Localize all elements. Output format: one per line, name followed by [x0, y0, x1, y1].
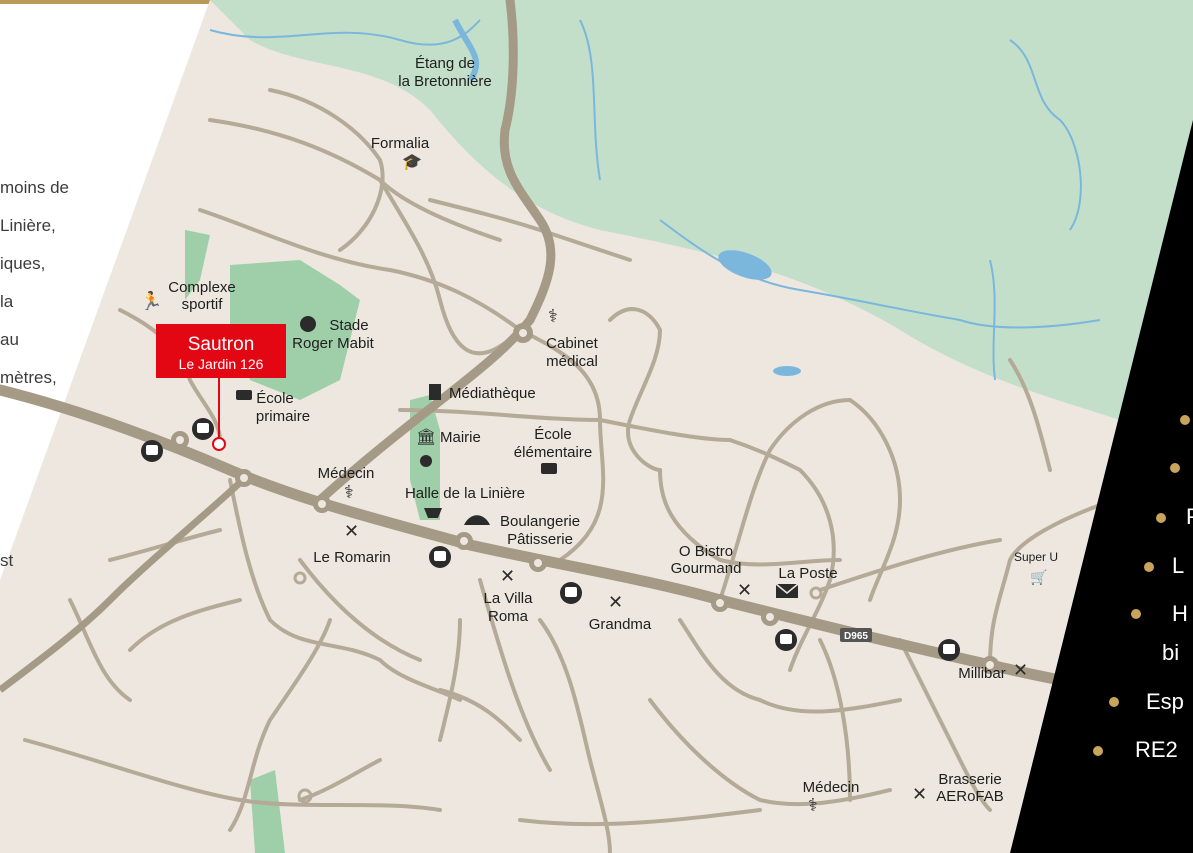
label-ecole-primaire-2: primaire: [256, 408, 310, 425]
label-halle: Halle de la Linière: [405, 485, 525, 502]
bullet-dot: [1170, 463, 1180, 473]
label-complexe: Complexe: [168, 279, 236, 296]
marker-title: Sautron: [188, 334, 255, 355]
label-complexe-2: sportif: [182, 296, 224, 313]
label-boulangerie-2: Pâtisserie: [507, 531, 573, 548]
label-ecole-elem-2: élémentaire: [514, 444, 592, 461]
label-ecole-primaire: École: [256, 390, 294, 407]
park-south: [250, 770, 285, 853]
label-mairie: Mairie: [440, 429, 481, 446]
fork-knife-icon: ✕: [1013, 660, 1028, 680]
label-le-romarin: Le Romarin: [313, 549, 391, 566]
label-boulangerie: Boulangerie: [500, 513, 580, 530]
fork-knife-icon: ✕: [608, 592, 623, 612]
label-stade-2: Roger Mabit: [292, 335, 375, 352]
label-ecole-elem: École: [534, 426, 572, 443]
town-hall-icon: 🏛: [416, 428, 436, 446]
briefcase-icon: [236, 390, 252, 400]
book-icon: [429, 384, 441, 400]
left-line: iques,: [0, 254, 46, 273]
label-etang: Étang de: [415, 55, 475, 72]
right-line: RE2: [1135, 737, 1178, 762]
left-line: mètres,: [0, 368, 57, 387]
right-line: P: [1186, 504, 1193, 530]
cart-icon: 🛒: [1030, 569, 1047, 586]
bullet-dot: [1180, 415, 1190, 425]
fork-knife-icon: ✕: [500, 566, 515, 586]
runner-icon: 🏃: [140, 290, 162, 311]
d965-label: D965: [844, 631, 868, 642]
stethoscope-icon: ⚕: [344, 482, 354, 502]
bullet-dot: [1156, 513, 1166, 523]
tree-icon: [420, 455, 432, 467]
left-line: au: [0, 330, 19, 349]
left-line: la: [0, 292, 14, 311]
label-brasserie: Brasserie: [938, 771, 1001, 788]
bullet-dot: [1093, 746, 1103, 756]
label-etang-2: la Bretonnière: [398, 73, 491, 90]
bullet-dot: [1109, 697, 1119, 707]
green-area: [210, 0, 1193, 420]
bullet-dot: [1144, 562, 1154, 572]
graduation-cap-icon: 🎓: [402, 154, 422, 171]
left-line: moins de: [0, 178, 69, 197]
label-stade: Stade: [329, 317, 368, 334]
label-super-u: Super U: [1014, 550, 1058, 564]
basket-icon: [424, 508, 442, 518]
bus-stop-icon: [141, 418, 960, 661]
fork-knife-icon: ✕: [912, 784, 927, 804]
fork-knife-icon: ✕: [344, 521, 359, 541]
stethoscope-icon: ⚕: [548, 306, 558, 326]
basketball-icon: [300, 316, 316, 332]
label-mediatheque: Médiathèque: [449, 385, 536, 402]
label-formalia: Formalia: [371, 135, 430, 152]
right-line: H: [1172, 601, 1188, 626]
label-brasserie-2: AERoFAB: [936, 788, 1004, 805]
right-line: bi: [1162, 640, 1180, 665]
label-medecin-1: Médecin: [318, 465, 375, 482]
marker-subtitle: Le Jardin 126: [179, 356, 264, 372]
fork-knife-icon: ✕: [737, 580, 752, 600]
croissant-icon: [464, 515, 490, 525]
briefcase-icon: [541, 463, 557, 474]
left-line: st: [0, 551, 14, 570]
label-villa: La Villa: [484, 590, 534, 607]
label-cabinet: Cabinet: [546, 335, 599, 352]
main-road-north: [315, 0, 556, 505]
label-la-poste: La Poste: [778, 565, 837, 582]
label-bistro-2: Gourmand: [671, 560, 742, 577]
location-marker: Sautron Le Jardin 126: [156, 324, 286, 451]
stethoscope-icon: ⚕: [808, 795, 818, 815]
label-millibar: Millibar: [958, 665, 1006, 682]
label-grandma: Grandma: [589, 616, 652, 633]
right-line: Esp: [1146, 689, 1184, 714]
label-cabinet-2: médical: [546, 353, 598, 370]
left-line: Linière,: [0, 216, 56, 235]
right-line: L: [1172, 553, 1185, 578]
mail-icon: [776, 584, 798, 598]
label-bistro: O Bistro: [679, 543, 733, 560]
label-medecin-2: Médecin: [803, 779, 860, 796]
bullet-dot: [1131, 609, 1141, 619]
right-panel: [1010, 120, 1193, 853]
park-complexe: [185, 230, 210, 300]
label-villa-2: Roma: [488, 608, 529, 625]
